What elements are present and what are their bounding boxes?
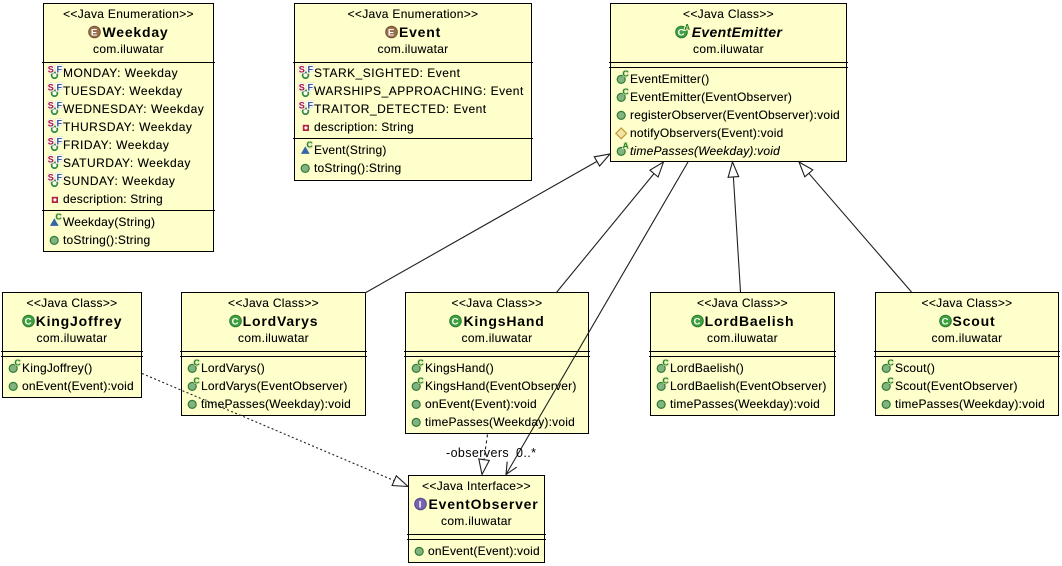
svg-text:C: C [56,213,62,221]
svg-text:A: A [623,142,629,150]
svg-text:F: F [308,101,314,111]
svg-text:I: I [419,500,422,511]
svg-text:C: C [418,359,424,367]
svg-text:F: F [57,83,63,93]
svg-text:C: C [663,359,669,367]
svg-text:C: C [194,359,200,367]
svg-text:C: C [663,377,669,385]
svg-text:S: S [48,155,54,165]
svg-text:F: F [57,173,63,183]
svg-text:C: C [418,377,424,385]
svg-text:C: C [307,141,313,149]
svg-text:S: S [48,65,54,75]
svg-text:A: A [684,24,691,32]
svg-text:S: S [299,101,305,111]
svg-text:F: F [308,83,314,93]
svg-text:C: C [888,377,894,385]
svg-text:S: S [299,83,305,93]
svg-text:S: S [299,65,305,75]
svg-text:F: F [57,65,63,75]
svg-text:-observers: -observers [446,446,509,460]
svg-text:S: S [48,137,54,147]
svg-text:C: C [231,317,239,328]
svg-text:C: C [677,28,685,39]
svg-text:C: C [693,317,701,328]
svg-text:C: C [941,317,949,328]
svg-text:C: C [888,359,894,367]
svg-text:C: C [452,317,460,328]
svg-text:C: C [194,377,200,385]
svg-text:F: F [57,119,63,129]
svg-text:S: S [48,101,54,111]
svg-text:E: E [91,28,98,39]
svg-text:C: C [15,359,21,367]
svg-text:S: S [48,173,54,183]
svg-text:C: C [623,88,629,96]
svg-text:F: F [57,101,63,111]
svg-text:F: F [308,65,314,75]
svg-text:S: S [48,119,54,129]
svg-text:F: F [57,137,63,147]
svg-text:S: S [48,83,54,93]
svg-text:C: C [623,70,629,78]
svg-text:0..*: 0..* [516,446,536,460]
svg-text:E: E [388,28,395,39]
svg-text:C: C [24,317,32,328]
svg-text:F: F [57,155,63,165]
